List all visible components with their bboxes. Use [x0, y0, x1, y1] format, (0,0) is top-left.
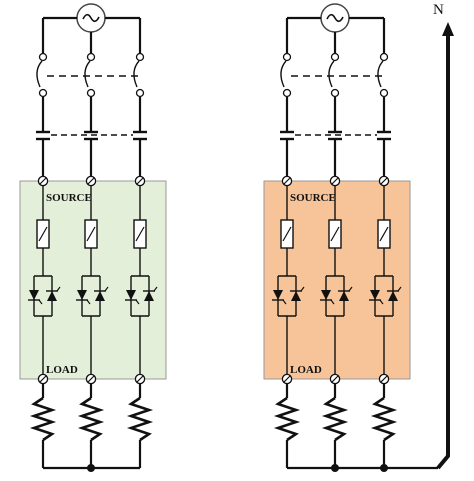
- switch-blade: [328, 60, 335, 88]
- source-terminal: [378, 175, 390, 187]
- ac-source-symbol: [76, 3, 106, 33]
- load-terminal: [378, 373, 390, 385]
- resistor-symbol: [321, 396, 349, 442]
- thyristor-pair-symbol: [320, 268, 353, 324]
- source-terminal: [37, 175, 49, 187]
- load-terminal: [37, 373, 49, 385]
- switch-blade: [133, 60, 140, 88]
- switch-contact: [135, 88, 145, 98]
- neutral-arrow: [442, 22, 454, 36]
- ssr-panel-2: SOURCE LOAD: [263, 3, 454, 472]
- load-terminal: [281, 373, 293, 385]
- load-label: LOAD: [290, 364, 322, 376]
- varistor-fuse-symbol: [133, 219, 147, 249]
- switch-contact: [379, 52, 389, 62]
- neutral-label: N: [433, 2, 444, 18]
- switch-contact: [86, 52, 96, 62]
- star-node: [331, 464, 339, 472]
- source-terminal: [134, 175, 146, 187]
- switch-contact: [38, 88, 48, 98]
- resistor-symbol: [370, 396, 398, 442]
- switch-contact: [282, 88, 292, 98]
- switch-blade: [36, 60, 43, 88]
- thyristor-pair-symbol: [28, 268, 61, 324]
- resistor-symbol: [273, 396, 301, 442]
- neutral-wire: [436, 30, 450, 470]
- star-node: [87, 464, 95, 472]
- source-label: SOURCE: [46, 192, 92, 204]
- thyristor-pair-symbol: [369, 268, 402, 324]
- switch-contact: [379, 88, 389, 98]
- relay-body: [263, 180, 411, 380]
- thyristor-pair-symbol: [76, 268, 109, 324]
- switch-contact: [135, 52, 145, 62]
- varistor-fuse-symbol: [280, 219, 294, 249]
- load-terminal: [85, 373, 97, 385]
- source-terminal: [281, 175, 293, 187]
- varistor-fuse-symbol: [377, 219, 391, 249]
- star-node: [380, 464, 388, 472]
- switch-contact: [330, 52, 340, 62]
- thyristor-pair-symbol: [125, 268, 158, 324]
- source-label: SOURCE: [290, 192, 336, 204]
- resistor-symbol: [126, 396, 154, 442]
- switch-contact: [38, 52, 48, 62]
- relay-body: [19, 180, 167, 380]
- switch-contact: [282, 52, 292, 62]
- switch-blade: [377, 60, 384, 88]
- varistor-fuse-symbol: [84, 219, 98, 249]
- load-terminal: [329, 373, 341, 385]
- load-label: LOAD: [46, 364, 78, 376]
- resistor-symbol: [29, 396, 57, 442]
- switch-contact: [330, 88, 340, 98]
- varistor-fuse-symbol: [328, 219, 342, 249]
- resistor-symbol: [77, 396, 105, 442]
- ssr-panel-1: SOURCE LOAD: [19, 3, 167, 472]
- switch-blade: [84, 60, 91, 88]
- source-terminal: [329, 175, 341, 187]
- ac-source-symbol: [320, 3, 350, 33]
- switch-contact: [86, 88, 96, 98]
- varistor-fuse-symbol: [36, 219, 50, 249]
- source-terminal: [85, 175, 97, 187]
- thyristor-pair-symbol: [272, 268, 305, 324]
- switch-blade: [280, 60, 287, 88]
- load-terminal: [134, 373, 146, 385]
